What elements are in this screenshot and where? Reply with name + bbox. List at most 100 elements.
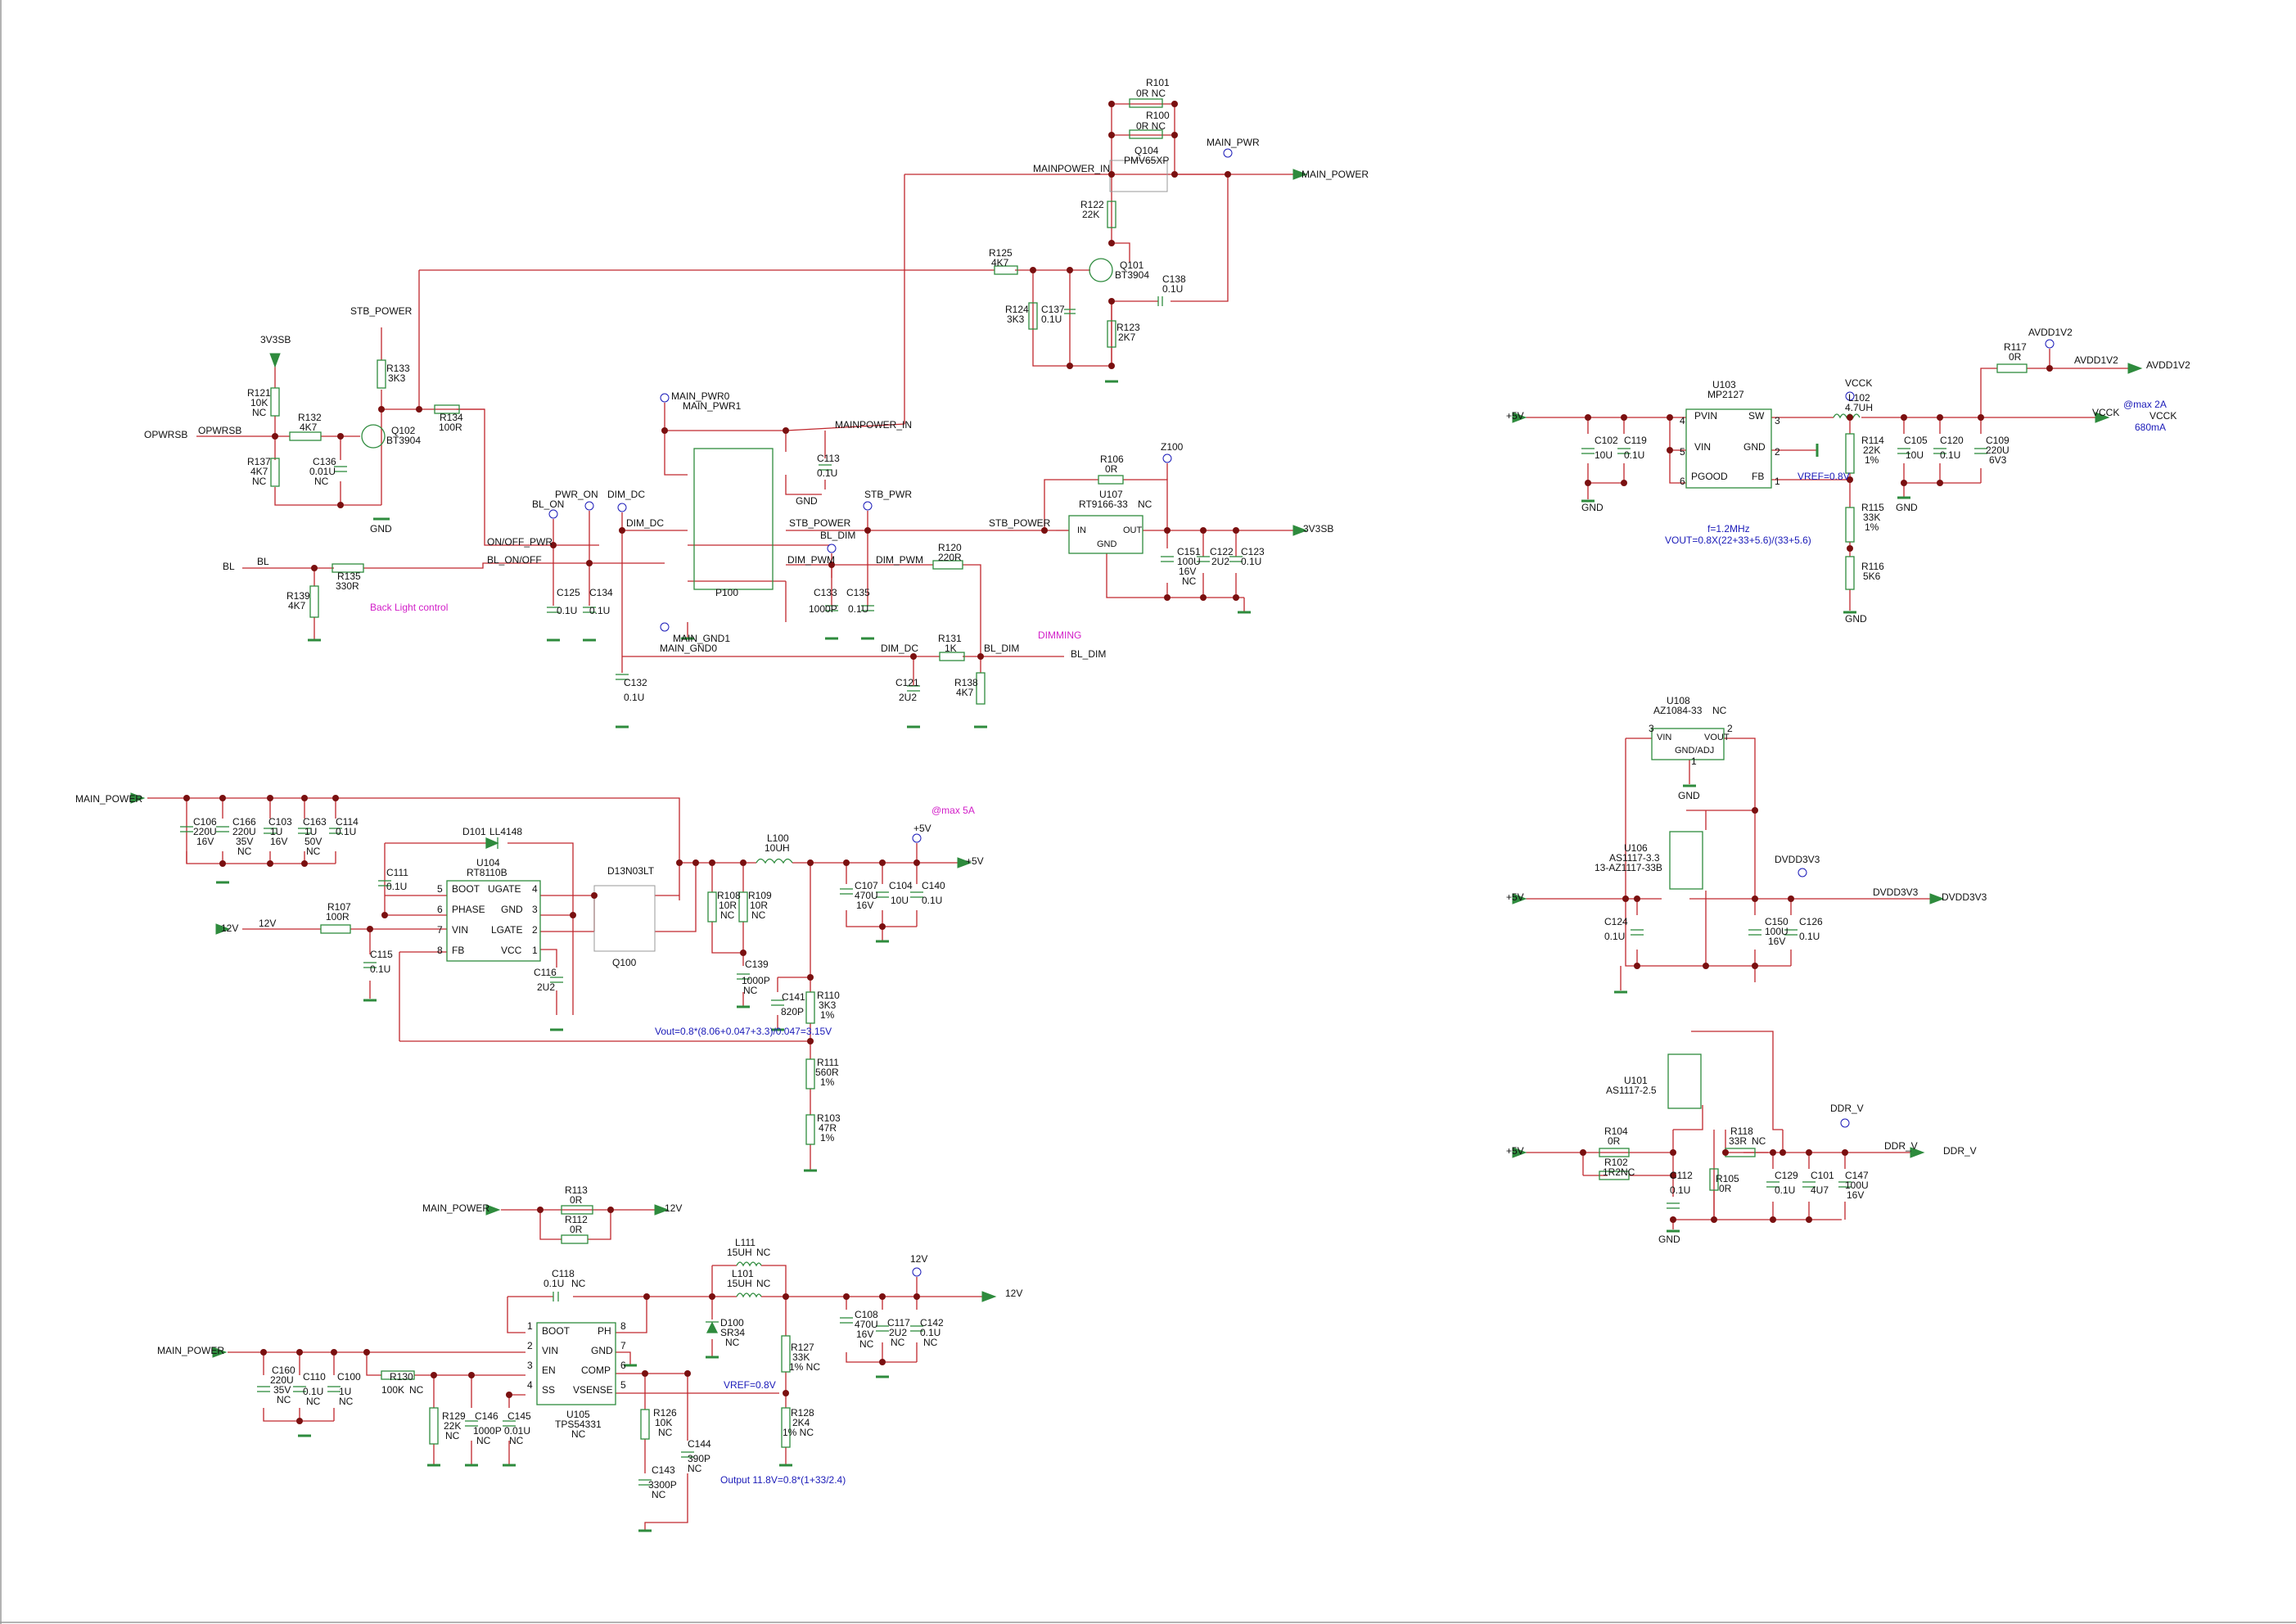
schematic-label: 1: [532, 945, 538, 956]
u108-pin-vin: VIN: [1657, 733, 1671, 742]
schematic-label: C103: [268, 816, 292, 828]
schematic-label: 0.1U: [817, 467, 837, 479]
schematic-label: PVIN: [1694, 410, 1717, 422]
inductor-L101: [736, 1292, 762, 1298]
schematic-label: R109: [748, 890, 772, 901]
port-MAIN_POWER-12: [485, 1204, 501, 1216]
schematic-label: 0.1U: [589, 605, 610, 616]
schematic-label: 0.1U: [557, 605, 577, 616]
schematic-label: 0.1U: [1162, 283, 1183, 295]
schematic-label: NC: [1621, 1166, 1635, 1178]
schematic-label: C160: [272, 1365, 295, 1376]
schematic-label: @max 5A: [931, 805, 975, 816]
schematic-label: FB: [452, 945, 464, 956]
schematic-label: 16V: [1179, 566, 1196, 577]
schematic-label: R101: [1146, 77, 1170, 88]
schematic-label: 12V: [259, 918, 276, 929]
transistor-Q102: [361, 424, 386, 449]
resistor-R120: [932, 560, 963, 570]
port-3V3SB: [1292, 525, 1308, 536]
port-3V3SB-in: [269, 353, 281, 368]
schematic-label: 10U: [1906, 449, 1924, 461]
schematic-label: 4.7UH: [1845, 402, 1873, 413]
schematic-label: 5: [620, 1379, 626, 1391]
schematic-label: VCCK: [2149, 410, 2176, 422]
schematic-label: MAIN_POWER: [422, 1202, 489, 1214]
schematic-label: D101: [462, 826, 486, 837]
schematic-label: 1%: [820, 1076, 835, 1088]
ic-U105: [536, 1322, 616, 1405]
schematic-label: Q102: [391, 425, 416, 436]
resistor-R124: [1028, 302, 1038, 330]
schematic-label: 220U: [193, 826, 217, 837]
schematic-label: EN: [542, 1365, 556, 1376]
schematic-label: PH: [598, 1325, 611, 1337]
schematic-label: 1: [1691, 756, 1697, 767]
schematic-label: C147: [1845, 1170, 1869, 1181]
schematic-label: 3K3: [388, 372, 406, 384]
schematic-label: 16V: [1847, 1189, 1864, 1201]
schematic-label: C105: [1904, 435, 1928, 446]
schematic-label: UGATE: [488, 883, 521, 895]
schematic-label: BOOT: [452, 883, 480, 895]
ic-U104: [446, 880, 541, 962]
schematic-label: R132: [298, 412, 322, 423]
schematic-label: 0R NC: [1136, 120, 1166, 132]
schematic-label: C144: [688, 1438, 711, 1450]
schematic-label: 7: [620, 1340, 626, 1351]
schematic-label: C137: [1041, 304, 1065, 315]
schematic-label: LL4148: [489, 826, 522, 837]
inductor-L111: [736, 1261, 762, 1267]
schematic-label: VIN: [452, 924, 468, 936]
schematic-label: NC: [688, 1463, 702, 1474]
schematic-label: NC: [923, 1337, 938, 1348]
schematic-label: 0.1U: [920, 1327, 941, 1338]
schematic-label: R137: [247, 456, 271, 467]
schematic-label: 15UH: [727, 1247, 752, 1258]
schematic-label: STB_POWER: [350, 305, 413, 317]
u107-pin-gnd: GND: [1097, 539, 1117, 549]
schematic-label: C126: [1799, 916, 1823, 927]
schematic-label: 35V: [236, 836, 253, 847]
schematic-label: 0R: [1105, 463, 1118, 475]
schematic-label: R128: [791, 1407, 814, 1419]
schematic-label: 4: [527, 1379, 533, 1391]
schematic-label: MAINPOWER_IN: [1033, 163, 1110, 174]
schematic-label: DDR_V: [1830, 1103, 1864, 1114]
schematic-label: 2U2: [899, 692, 917, 703]
schematic-label: L100: [767, 832, 789, 844]
schematic-label: C121: [895, 677, 919, 688]
schematic-label: R125: [989, 247, 1013, 259]
schematic-label: NC: [751, 909, 766, 921]
schematic-label: PGOOD: [1691, 471, 1728, 482]
schematic-label: 0R: [570, 1224, 583, 1235]
schematic-label: C125: [557, 587, 580, 598]
schematic-label: ON/OFF_PWR: [487, 536, 553, 548]
schematic-label: Q104: [1134, 145, 1159, 156]
schematic-label: NC: [252, 407, 267, 418]
resistor-R101: [1129, 98, 1163, 108]
schematic-label: 10K: [250, 397, 268, 408]
port-AVDD1V2: [2127, 363, 2143, 374]
port-DVDD3V3: [1929, 893, 1945, 904]
schematic-label: 0R: [1719, 1183, 1732, 1194]
schematic-label: DDR_V: [1943, 1145, 1977, 1157]
schematic-label: U104: [476, 857, 500, 868]
schematic-label: BT3904: [1115, 269, 1149, 281]
schematic-label: R100: [1146, 110, 1170, 121]
schematic-label: 4K7: [250, 466, 268, 477]
schematic-label: R121: [247, 387, 271, 399]
components: [180, 98, 2028, 1486]
port-plus5V-ddr: [1512, 1147, 1527, 1158]
schematic-label: MAIN_POWER: [1301, 169, 1369, 180]
schematic-label: C151: [1177, 546, 1201, 557]
schematic-label: 2: [1775, 446, 1780, 458]
schematic-label: +5V: [1506, 891, 1524, 903]
schematic-label: 33K: [792, 1351, 810, 1363]
schematic-label: R105: [1716, 1173, 1739, 1184]
schematic-label: NC: [743, 985, 758, 996]
schematic-label: 6V3: [1989, 454, 2007, 466]
schematic-label: 10U: [891, 895, 909, 906]
schematic-label: R114: [1861, 435, 1884, 446]
schematic-label: MP2127: [1707, 389, 1744, 400]
